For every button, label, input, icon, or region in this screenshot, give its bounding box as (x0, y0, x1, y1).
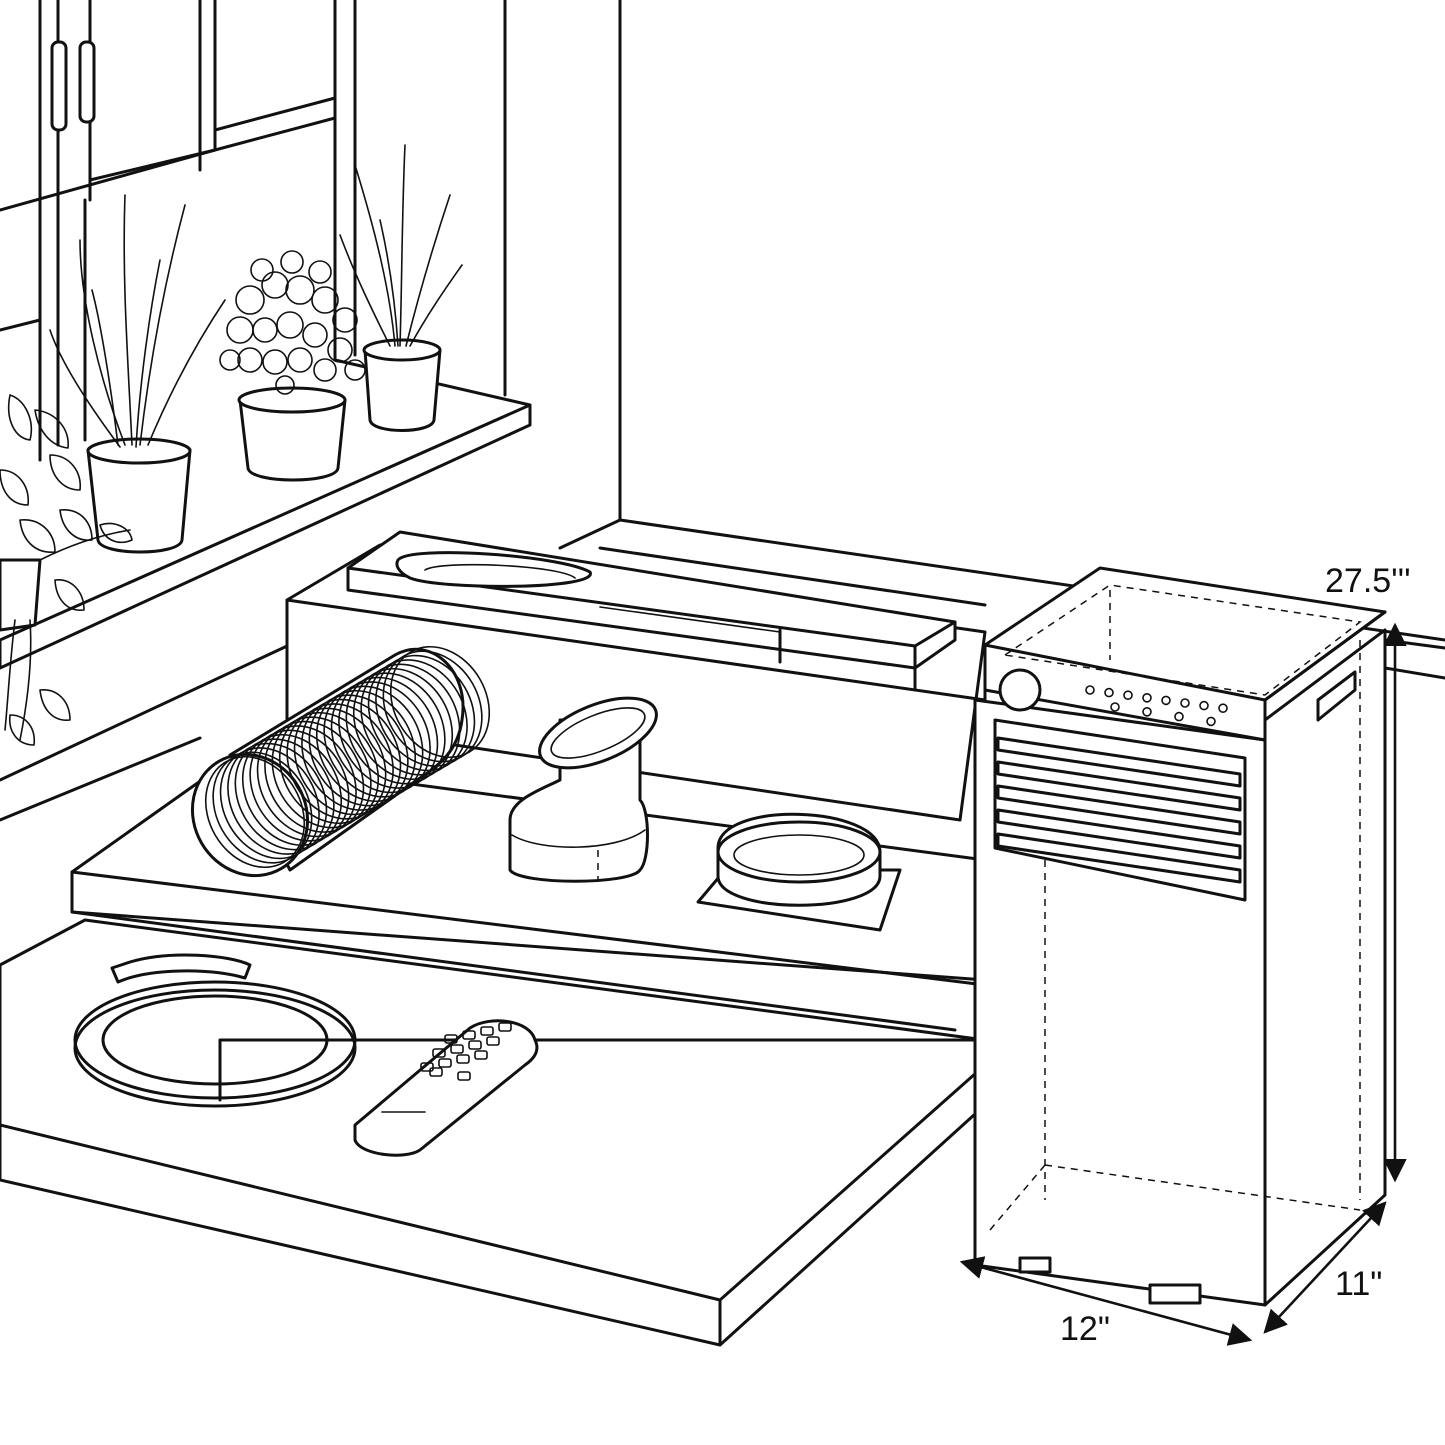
exhaust-hose (190, 645, 491, 878)
dimension-width-label: 12" (1060, 1310, 1110, 1348)
dimension-height: 27.5''' (1325, 562, 1411, 1183)
dimension-width: 12" (959, 1256, 1253, 1348)
dimension-depth-label: 11" (1335, 1265, 1382, 1303)
window (0, 0, 532, 670)
remote-control (353, 1019, 539, 1157)
potted-plant-left (49, 194, 226, 554)
window-slider-kit (346, 530, 957, 690)
hanging-plant (0, 394, 133, 746)
drain-hose-coil (73, 953, 357, 1108)
dimension-depth: 11" (1263, 1201, 1387, 1334)
platform-front (0, 918, 987, 1347)
portable-air-conditioner (973, 566, 1387, 1307)
window-adapter (696, 812, 902, 932)
potted-plant-right (339, 144, 463, 432)
hose-connector (508, 696, 658, 883)
dimension-height-label: 27.5''' (1325, 562, 1411, 600)
potted-plant-middle (219, 250, 366, 482)
